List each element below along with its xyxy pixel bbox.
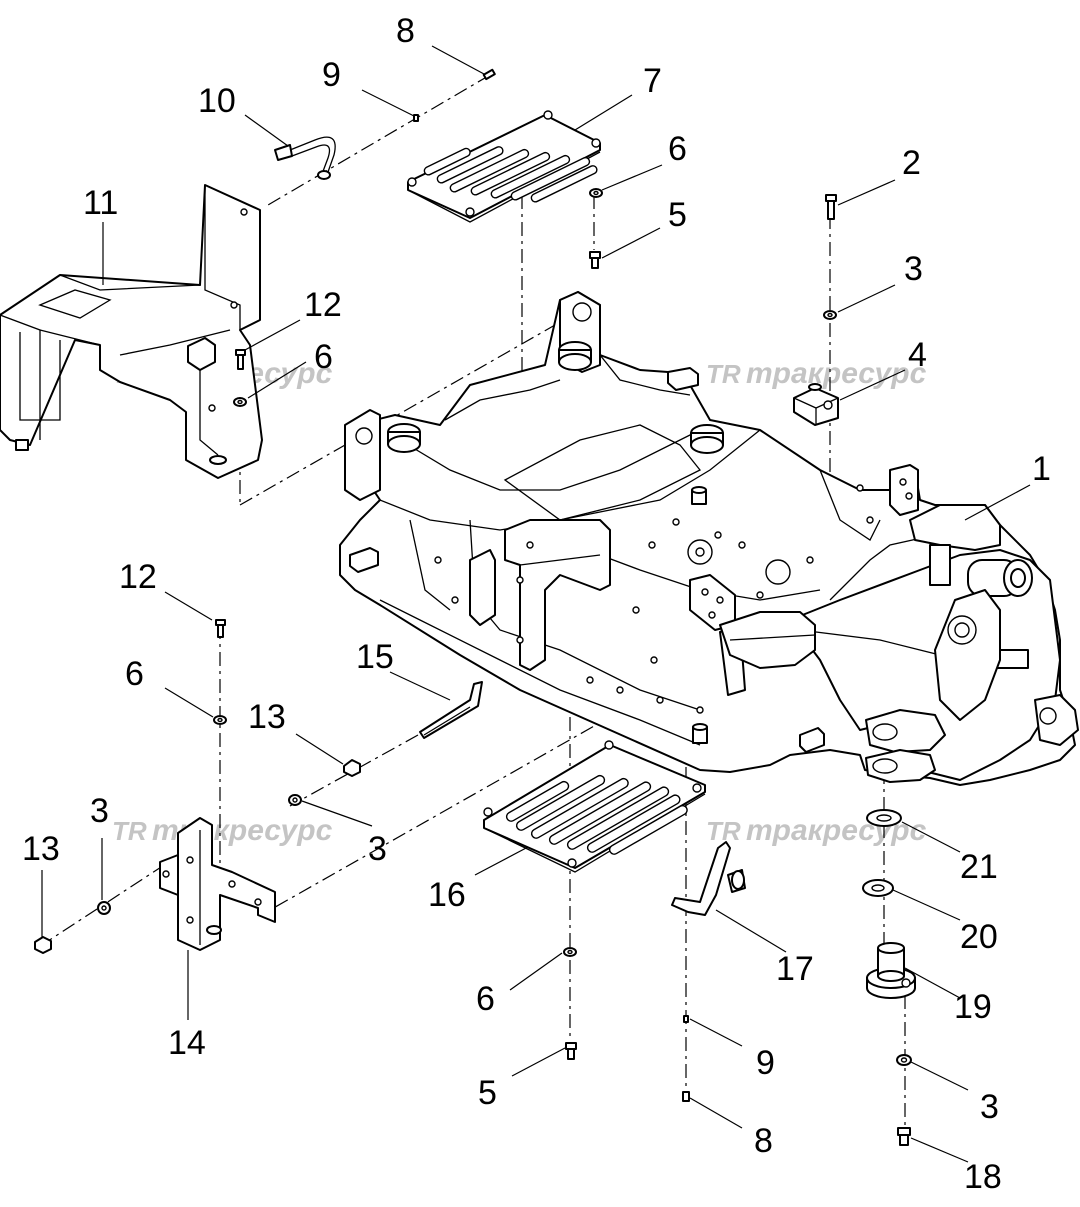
callout-6: 6	[668, 130, 687, 168]
watermark-text: тракресурс	[746, 357, 927, 390]
watermark-logo: TR	[112, 816, 147, 846]
plate-slots	[423, 146, 598, 203]
callouts: 1 2 3 3 3 3 4 5 5 6 6 6 6 7 8 8 9 9 10 1…	[22, 12, 1051, 1196]
callout-18: 18	[964, 1158, 1002, 1196]
callout-5: 5	[668, 196, 687, 234]
floor-plate-top	[407, 110, 601, 223]
callout-17: 17	[776, 950, 814, 988]
callout-6: 6	[476, 980, 495, 1018]
leader-lines	[41, 45, 1031, 1163]
rod-15	[419, 681, 483, 739]
plate-slots	[505, 774, 688, 855]
callout-3: 3	[368, 830, 387, 868]
callout-6: 6	[125, 655, 144, 693]
callout-12: 12	[119, 558, 157, 596]
callout-9: 9	[756, 1044, 775, 1082]
callout-16: 16	[428, 876, 466, 914]
callout-6: 6	[314, 338, 333, 376]
bracket-14	[159, 817, 276, 951]
callout-4: 4	[908, 336, 927, 374]
cable-10	[274, 136, 336, 180]
callout-13: 13	[22, 830, 60, 868]
main-frame	[339, 291, 1079, 786]
watermark-logo: TR	[706, 359, 741, 389]
callout-12: 12	[304, 286, 342, 324]
watermark-bottom-left: TR тракресурс	[112, 814, 333, 847]
callout-15: 15	[356, 638, 394, 676]
callout-13: 13	[248, 698, 286, 736]
callout-7: 7	[643, 62, 662, 100]
floor-plate-bottom	[483, 740, 706, 873]
callout-10: 10	[198, 82, 236, 120]
callout-2: 2	[902, 144, 921, 182]
callout-3: 3	[904, 250, 923, 288]
fasteners	[34, 68, 911, 1146]
callout-21: 21	[960, 848, 998, 886]
bracket-11	[0, 184, 263, 479]
callout-8: 8	[396, 12, 415, 50]
callout-3: 3	[980, 1088, 999, 1126]
callout-11: 11	[83, 184, 118, 222]
watermark-logo: TR	[706, 816, 741, 846]
washers	[97, 188, 912, 1066]
callout-14: 14	[168, 1024, 206, 1062]
callout-9: 9	[322, 56, 341, 94]
pin-bracket-4	[793, 383, 839, 426]
callout-20: 20	[960, 918, 998, 956]
callout-5: 5	[478, 1074, 497, 1112]
callout-3: 3	[90, 792, 109, 830]
callout-19: 19	[954, 988, 992, 1026]
callout-1: 1	[1032, 450, 1051, 488]
callout-8: 8	[754, 1122, 773, 1160]
swing-pin-19	[866, 942, 916, 999]
bracket-17	[671, 841, 746, 916]
